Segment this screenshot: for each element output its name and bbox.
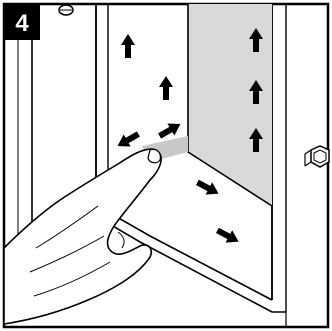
arrow-icon xyxy=(117,131,140,147)
step-number: 4 xyxy=(15,10,29,37)
arrow-icon xyxy=(249,80,263,104)
arrow-icon xyxy=(215,227,239,243)
arrow-icon xyxy=(249,128,263,152)
hand-illustration xyxy=(3,148,162,325)
arrow-icon xyxy=(249,28,263,52)
arrow-icon xyxy=(159,76,173,100)
arrow-icon xyxy=(158,123,181,139)
top-screw-icon xyxy=(58,4,74,16)
step-badge: 4 xyxy=(4,4,40,40)
hex-bolt-icon xyxy=(304,145,330,168)
arrow-icon xyxy=(195,179,219,195)
arrow-icon xyxy=(121,34,135,58)
